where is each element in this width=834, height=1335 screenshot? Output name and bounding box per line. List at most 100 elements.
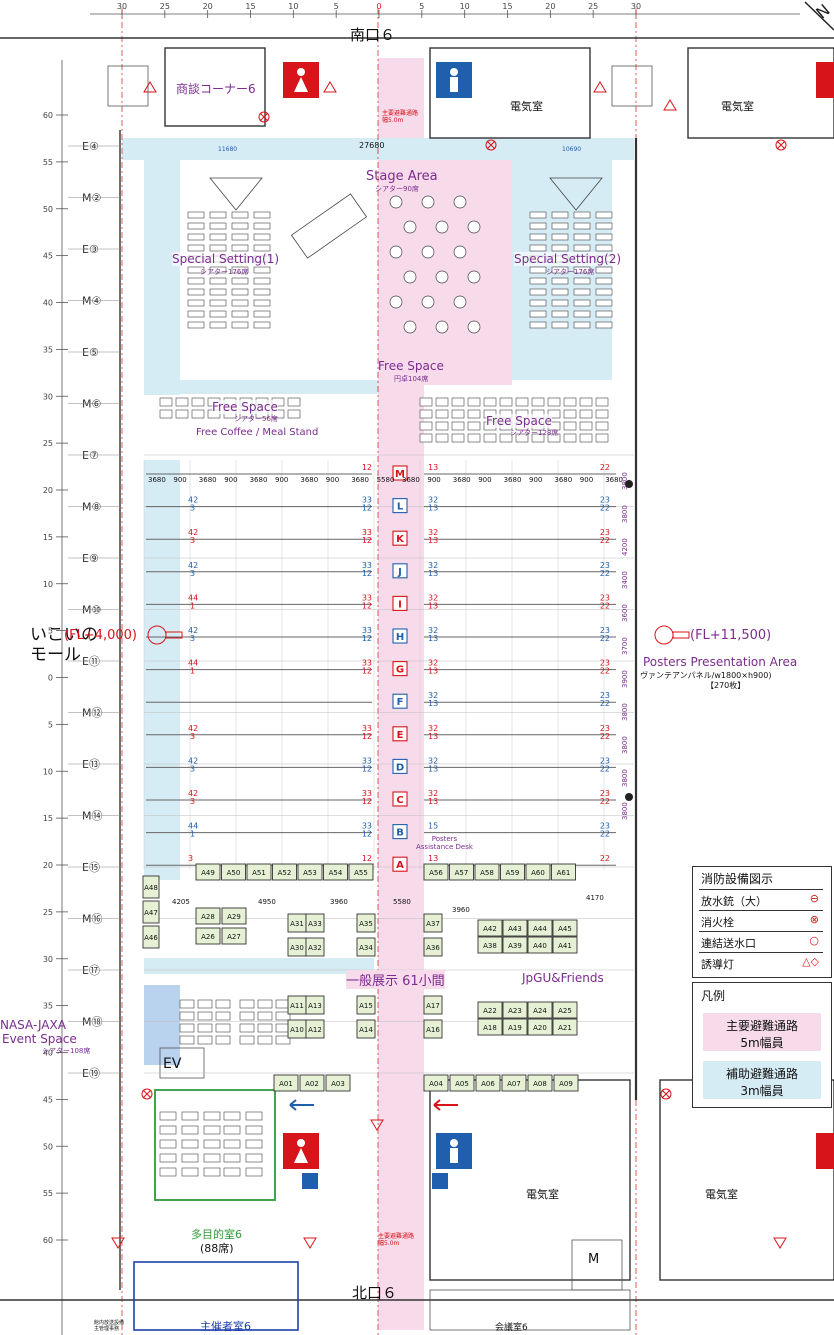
seat-row — [253, 266, 271, 274]
booth-label: A56 — [429, 869, 443, 877]
booth[interactable] — [273, 1074, 299, 1092]
booth[interactable] — [272, 863, 297, 881]
booth[interactable] — [477, 936, 503, 954]
classroom-seat — [197, 999, 213, 1009]
booth[interactable] — [501, 1074, 527, 1092]
booth[interactable] — [502, 1001, 528, 1019]
booth[interactable] — [142, 925, 160, 949]
booth[interactable] — [527, 1018, 553, 1036]
left-ruler: 6055504540353025201510505101520253035404… — [43, 60, 68, 1335]
booth[interactable] — [527, 1001, 553, 1019]
free-space-table — [515, 421, 529, 431]
seat-row — [187, 233, 205, 241]
booth[interactable] — [221, 863, 246, 881]
booth[interactable] — [527, 1074, 553, 1092]
booth[interactable] — [356, 913, 376, 933]
ruler-label: 25 — [160, 2, 170, 11]
booth[interactable] — [305, 937, 325, 957]
booth[interactable] — [356, 1019, 376, 1039]
free-space-table — [419, 433, 433, 443]
ruler-label: 5 — [48, 720, 53, 729]
free-space-table — [563, 397, 577, 407]
booth[interactable] — [297, 863, 323, 881]
booth[interactable] — [195, 907, 221, 925]
booth[interactable] — [477, 1018, 503, 1036]
sub-route-left — [144, 160, 180, 395]
booth-label: A07 — [507, 1080, 521, 1088]
booth[interactable] — [142, 900, 160, 924]
booth[interactable] — [423, 1074, 449, 1092]
spacing-dimension: 3680 — [453, 476, 471, 484]
seat-row — [253, 222, 271, 230]
booth-label: A32 — [308, 944, 322, 952]
booth[interactable] — [527, 919, 553, 937]
booth[interactable] — [502, 919, 528, 937]
seat-row — [573, 244, 591, 252]
poster-number: 32 — [428, 659, 438, 668]
poster-row-letter: D — [396, 762, 404, 773]
seat-row — [231, 255, 249, 263]
booth[interactable] — [552, 936, 578, 954]
booth-label: A12 — [308, 1026, 322, 1034]
booth[interactable] — [423, 863, 449, 881]
booth[interactable] — [305, 995, 325, 1015]
booth[interactable] — [348, 863, 374, 881]
booth[interactable] — [221, 907, 247, 925]
booth[interactable] — [551, 863, 576, 881]
seat-row — [529, 299, 547, 307]
booth[interactable] — [449, 863, 474, 881]
round-table — [453, 245, 467, 259]
booth[interactable] — [502, 936, 528, 954]
booth[interactable] — [195, 927, 221, 945]
booth[interactable] — [423, 1019, 443, 1039]
booth[interactable] — [525, 863, 551, 881]
booth[interactable] — [325, 1074, 351, 1092]
booth[interactable] — [552, 1001, 578, 1019]
poster-number: 22 — [600, 797, 610, 806]
ruler-label: 30 — [43, 955, 53, 964]
poster-row-letter: I — [398, 599, 402, 610]
booth[interactable] — [356, 937, 376, 957]
booth-label: A11 — [290, 1002, 304, 1010]
booth[interactable] — [553, 1074, 579, 1092]
booth[interactable] — [474, 863, 500, 881]
poster-number: 12 — [362, 601, 372, 610]
free-space-table — [451, 433, 465, 443]
round-table — [389, 245, 403, 259]
round-table — [435, 220, 449, 234]
seat-row — [231, 222, 249, 230]
booth[interactable] — [502, 1018, 528, 1036]
booth[interactable] — [449, 1074, 475, 1092]
hydrant-icon — [141, 111, 787, 1100]
classroom-seat — [223, 1153, 241, 1163]
booth[interactable] — [142, 875, 160, 899]
booth[interactable] — [246, 863, 272, 881]
booth[interactable] — [527, 936, 553, 954]
free-space-table — [515, 397, 529, 407]
booth[interactable] — [305, 913, 325, 933]
free-space-table — [223, 409, 237, 419]
booth[interactable] — [299, 1074, 325, 1092]
poster-row-letter: J — [397, 567, 402, 578]
booth-label: A17 — [426, 1002, 440, 1010]
booth[interactable] — [305, 1019, 325, 1039]
seat-row — [253, 211, 271, 219]
booth[interactable] — [500, 863, 525, 881]
booth[interactable] — [323, 863, 348, 881]
ruler-label: 15 — [245, 2, 255, 11]
booth[interactable] — [477, 919, 503, 937]
seat-row — [209, 266, 227, 274]
round-table — [435, 270, 449, 284]
booth[interactable] — [552, 919, 578, 937]
seat-row — [551, 299, 569, 307]
booth[interactable] — [356, 995, 376, 1015]
booth[interactable] — [423, 913, 443, 933]
booth[interactable] — [221, 927, 247, 945]
booth[interactable] — [552, 1018, 578, 1036]
booth[interactable] — [423, 995, 443, 1015]
booth[interactable] — [475, 1074, 501, 1092]
booth[interactable] — [195, 863, 221, 881]
booth[interactable] — [423, 937, 443, 957]
booth[interactable] — [477, 1001, 503, 1019]
free-space-table — [547, 421, 561, 431]
